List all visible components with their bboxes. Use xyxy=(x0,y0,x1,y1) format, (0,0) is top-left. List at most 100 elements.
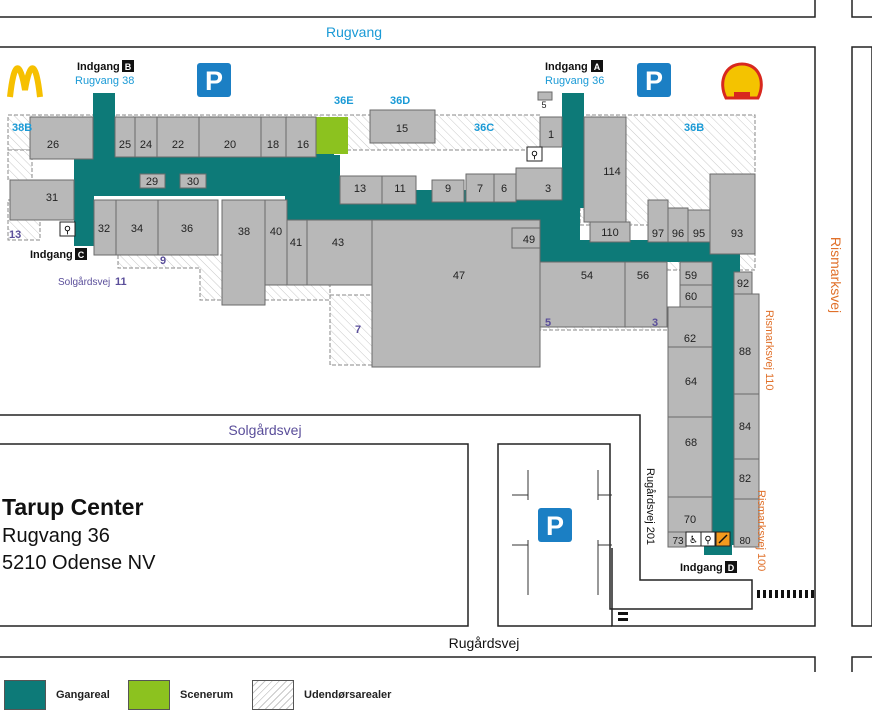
svg-text:Rugvang 36: Rugvang 36 xyxy=(545,75,604,87)
road-label-rugvang: Rugvang xyxy=(326,24,382,40)
svg-text:⚲: ⚲ xyxy=(531,150,538,161)
unit-label-36: 36 xyxy=(181,223,193,235)
unit-label-92: 92 xyxy=(737,278,749,290)
unit-label-49: 49 xyxy=(523,234,535,246)
unit-label-15: 15 xyxy=(396,123,408,135)
address-label: Rismarksvej 110 xyxy=(763,310,775,391)
unit-label-13: 13 xyxy=(354,183,366,195)
address-label: 7 xyxy=(355,324,361,336)
address-label: 38B xyxy=(12,122,32,134)
address-label: 13 xyxy=(9,229,21,241)
road-label-rismarksvej: Rismarksvej xyxy=(828,237,844,313)
unit-38 xyxy=(221,199,266,306)
parking-sign: P xyxy=(197,63,231,97)
center-name: Tarup Center xyxy=(2,494,144,520)
unit-30 xyxy=(179,173,207,189)
unit-label-64: 64 xyxy=(685,376,697,388)
unit-label-110: 110 xyxy=(601,227,619,239)
unit-label-62: 62 xyxy=(684,333,696,345)
unit-label-97: 97 xyxy=(652,228,664,240)
unit-labels: 26 25 24 22 20 18 16 15 1 5 114 31 29 30… xyxy=(46,100,751,547)
svg-text:⚲: ⚲ xyxy=(64,225,71,236)
stage-area xyxy=(316,117,348,154)
unit-label-84: 84 xyxy=(739,421,751,433)
road-label-rugaardsvej: Rugårdsvej xyxy=(449,635,520,651)
unit-label-16: 16 xyxy=(297,139,309,151)
unit-110 xyxy=(589,221,631,243)
walkway xyxy=(74,93,740,555)
unit-43 xyxy=(306,219,373,286)
svg-text:P: P xyxy=(645,66,663,96)
mcdonalds-logo xyxy=(7,65,43,98)
unit-80 xyxy=(733,498,760,548)
unit-label-34: 34 xyxy=(131,223,143,235)
unit-label-1: 1 xyxy=(548,129,554,141)
unit-5 xyxy=(537,91,553,101)
address-label: 5 xyxy=(545,317,551,329)
unit-88 xyxy=(733,293,760,395)
unit-label-32: 32 xyxy=(98,223,110,235)
unit-1 xyxy=(539,116,563,148)
unit-68 xyxy=(667,416,713,498)
address-label: 9 xyxy=(160,255,166,267)
unit-label-68: 68 xyxy=(685,437,697,449)
svg-text:Rugvang 38: Rugvang 38 xyxy=(75,75,134,87)
unit-49 xyxy=(511,227,541,249)
unit-93 xyxy=(709,173,756,255)
unit-24 xyxy=(134,116,158,158)
unit-label-96: 96 xyxy=(672,228,684,240)
unit-25 xyxy=(114,116,136,158)
unit-label-9: 9 xyxy=(445,183,451,195)
unit-label-88: 88 xyxy=(739,346,751,358)
svg-text:C: C xyxy=(78,250,85,260)
center-street: Rugvang 36 xyxy=(2,525,110,547)
legend-label-stage: Scenerum xyxy=(180,689,234,701)
road-label-solgaardsvej: Solgårdsvej xyxy=(228,422,301,438)
unit-62 xyxy=(667,306,713,348)
unit-label-30: 30 xyxy=(187,176,199,188)
shell-logo xyxy=(721,62,763,100)
unit-82 xyxy=(733,458,760,500)
unit-18 xyxy=(260,116,287,158)
unit-label-6: 6 xyxy=(501,183,507,195)
address-label: 36B xyxy=(684,122,704,134)
entrance-c: Indgang C xyxy=(30,248,87,261)
unit-label-80: 80 xyxy=(739,536,751,547)
center-city: 5210 Odense NV xyxy=(2,552,156,574)
unit-label-95: 95 xyxy=(693,228,705,240)
unit-26 xyxy=(29,116,94,160)
unit-31 xyxy=(9,179,75,221)
unit-label-18: 18 xyxy=(267,139,279,151)
parking-sign: P xyxy=(637,63,671,97)
unit-label-25: 25 xyxy=(119,139,131,151)
svg-text:P: P xyxy=(205,66,223,96)
address-label: Rugårdsvej 201 xyxy=(644,468,656,545)
unit-16 xyxy=(285,116,317,158)
toilet-icon: ⚲ xyxy=(526,146,543,162)
unit-label-93: 93 xyxy=(731,228,743,240)
parking-sign: P xyxy=(538,508,572,542)
unit-label-38: 38 xyxy=(238,226,250,238)
svg-text:A: A xyxy=(594,62,601,72)
legend-swatch-outdoor xyxy=(252,680,294,710)
svg-text:Indgang: Indgang xyxy=(680,562,723,574)
entrance-d: Indgang D xyxy=(680,561,737,574)
svg-text:P: P xyxy=(546,511,564,541)
center-info: Tarup Center Rugvang 36 5210 Odense NV xyxy=(2,494,155,575)
parking-lines xyxy=(512,470,612,595)
unit-label-24: 24 xyxy=(140,139,152,151)
fire-icon xyxy=(715,531,731,547)
unit-label-20: 20 xyxy=(224,139,236,151)
unit-label-47: 47 xyxy=(453,270,465,282)
unit-3 xyxy=(515,167,563,201)
unit-9 xyxy=(431,179,465,203)
unit-label-5: 5 xyxy=(541,100,546,110)
unit-label-60: 60 xyxy=(685,291,697,303)
unit-41 xyxy=(286,219,308,286)
entrance-a: Indgang A Rugvang 36 xyxy=(545,60,604,87)
svg-text:Indgang: Indgang xyxy=(77,61,120,73)
toilet-icon: ⚲ xyxy=(59,221,76,237)
unit-70 xyxy=(667,496,713,533)
unit-label-73: 73 xyxy=(672,536,684,547)
unit-36 xyxy=(157,199,219,256)
